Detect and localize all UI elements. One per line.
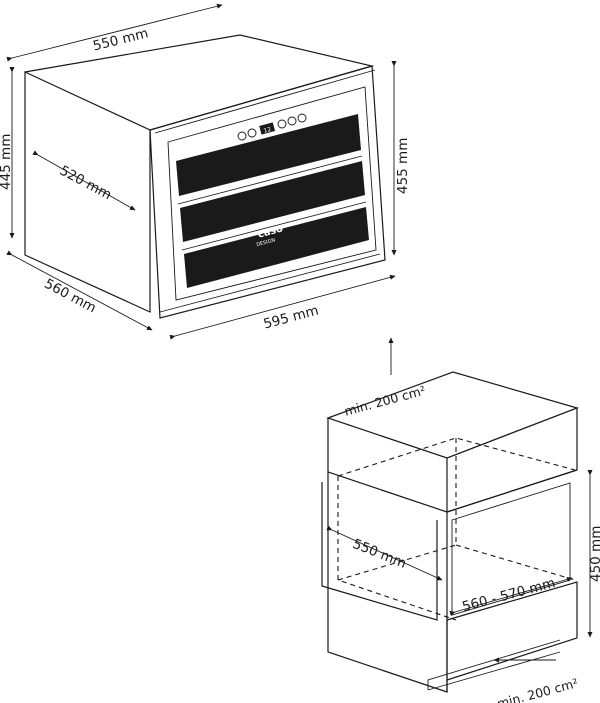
niche-dimensions: min. 200 cm² 450 mm 550 mm 560 - 570 mm … xyxy=(326,337,600,703)
control-panel: 12 xyxy=(237,113,307,141)
glass-panel-3 xyxy=(184,207,369,288)
dim-inner-depth: 520 mm xyxy=(57,163,114,204)
dim-width: 560 - 570 mm xyxy=(460,575,556,615)
dim-top-width: 550 mm xyxy=(91,25,150,54)
niche-drawing xyxy=(321,371,579,693)
wine-cooler-drawing: 12 caso DESIGN xyxy=(24,34,386,319)
dim-top-ventilation: min. 200 cm² xyxy=(343,383,427,419)
dim-right-height: 455 mm xyxy=(395,138,411,194)
glass-panel-2 xyxy=(180,161,365,242)
dim-bottom-ventilation: min. 200 cm² xyxy=(495,675,579,703)
dim-left-height: 445 mm xyxy=(0,134,14,190)
dim-bottom-depth: 560 mm xyxy=(42,276,99,317)
glass-panel-1 xyxy=(176,114,361,196)
dim-front-width: 595 mm xyxy=(262,302,321,332)
brand-sub: DESIGN xyxy=(256,237,276,248)
display-readout: 12 xyxy=(263,126,272,135)
dim-depth: 550 mm xyxy=(350,536,408,572)
dim-height: 450 mm xyxy=(588,526,600,582)
